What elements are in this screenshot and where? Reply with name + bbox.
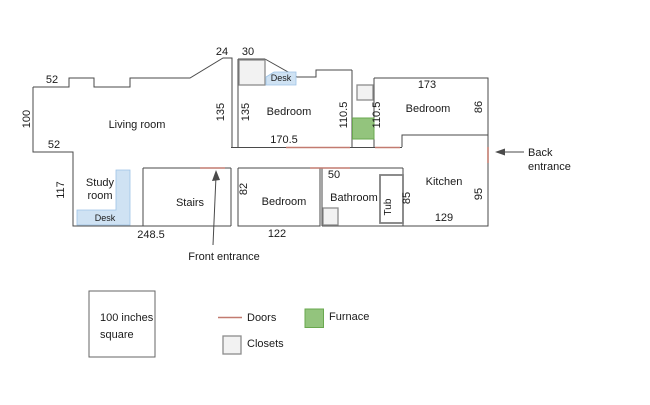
bedroom-bottom-walls [237,167,321,227]
closet-bedroom-top-icon [238,59,266,86]
bedroom-desk-shape [265,71,297,86]
kitchen-label: Kitchen [426,176,463,188]
study-room-label-1: Study [86,177,115,189]
bedroom-right-label: Bedroom [406,103,451,115]
dim-bathroom-top: 50 [328,169,340,181]
living-room-label: Living room [109,119,166,131]
dim-study-left: 117 [55,181,67,199]
dimension-labels: 52 100 52 117 24 30 135 135 170.5 110.5 … [21,46,485,241]
dim-living-left: 100 [21,110,33,128]
dim-bedroom-bottom-left: 82 [238,183,250,195]
legend-closets-label: Closets [247,338,284,350]
fixtures [76,59,404,226]
study-desk-label: Desk [95,213,116,223]
left-exterior-wall [32,87,231,227]
dim-bedroom-right-side: 86 [473,101,485,113]
dim-kitchen-side: 95 [473,188,485,200]
bedroom-top-label: Bedroom [267,106,312,118]
legend-furnace-icon [304,308,324,328]
closet-nook-icon [356,84,374,101]
front-entrance-arrow-line [212,175,217,246]
dim-tub-side: 85 [401,192,413,204]
dim-nook-left: 110.5 [338,102,350,129]
dim-bedroom-bottom-width: 122 [268,228,286,240]
dim-bedroom-right-top: 173 [418,79,436,91]
entrance-annotations: Front entrance Back entrance [188,147,571,263]
bedroom-bottom-label: Bedroom [262,196,307,208]
legend-scale-label-1: 100 inches [100,312,154,324]
furnace-icon [352,117,375,140]
bedroom-top-walls [237,58,352,147]
study-room-label-2: room [87,190,112,202]
dim-bedroom-top-left: 135 [240,103,252,121]
dim-bedroom-top-width: 170.5 [270,134,298,146]
dim-closet-top: 30 [242,46,254,58]
front-entrance-label: Front entrance [188,251,260,263]
dim-living-step: 52 [48,139,60,151]
dim-roof-top: 24 [216,46,228,58]
dim-kitchen-width: 129 [435,212,453,224]
legend-doors-label: Doors [247,312,277,324]
doors [200,146,489,169]
legend-scale-label-2: square [100,329,134,341]
legend-scale-box [88,290,156,358]
stairs-label: Stairs [176,197,205,209]
dim-living-right: 135 [215,103,227,121]
living-room-outer-wall [33,57,233,148]
bathroom-label: Bathroom [330,192,378,204]
front-entrance-arrow-head [212,170,220,181]
back-entrance-label-2: entrance [528,161,571,173]
bedroom-desk-label: Desk [271,73,292,83]
back-entrance-arrow-head [495,148,505,156]
study-desk-shape [76,169,131,226]
tub-label: Tub [383,198,394,215]
tub-shape [379,174,404,224]
back-entrance-label-1: Back [528,147,553,159]
dim-nook-right: 110.5 [371,102,383,129]
legend-closets-icon [222,335,242,355]
room-labels: Living room Study room Stairs Bedroom Be… [86,73,462,223]
dim-living-top: 52 [46,74,58,86]
legend-furnace-label: Furnace [329,311,369,323]
closet-bathroom-icon [322,207,339,226]
dim-bottom-width: 248.5 [137,229,165,241]
legend: 100 inches square Doors Closets Furnace [88,290,369,358]
